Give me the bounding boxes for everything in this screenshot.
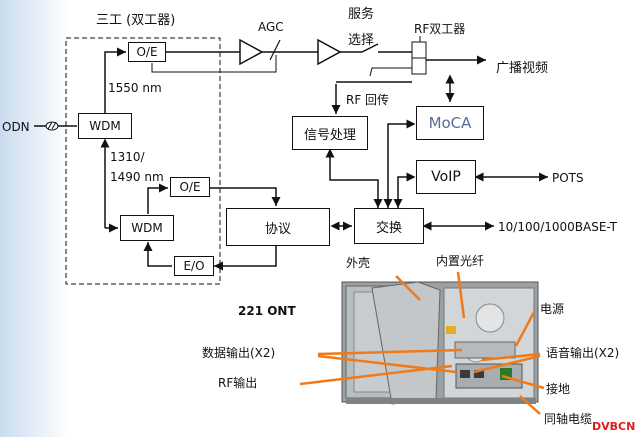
agc-label: AGC [258,20,284,34]
watermark: DVBCN [592,420,636,433]
broadcast-video-label: 广播视频 [496,61,549,76]
pots-label: POTS [552,171,584,185]
voip-block: VoIP [416,160,476,194]
callout-rf-out: RF输出 [218,376,258,390]
ethernet-label: 10/100/1000BASE-T [498,220,617,234]
wavelength-upstream-b: 1490 nm [110,170,164,184]
ont-model-label: 221 ONT [238,304,296,318]
ont-photo [341,281,539,405]
callout-lines [299,271,545,415]
wavelength-downstream: 1550 nm [108,81,162,95]
odn-label: ODN [2,120,30,134]
callout-shell: 外壳 [346,256,371,270]
service-amplifier [317,38,342,66]
duplexer-enclosure [65,37,221,285]
wdm-top-block: WDM [78,113,132,139]
callout-fiber: 内置光纤 [436,254,485,268]
callout-power: 电源 [540,302,565,316]
callout-ground: 接地 [546,382,571,396]
signal-processing-block: 信号处理 [292,116,368,150]
wdm-bottom-block: WDM [120,215,174,241]
service-select-label-a: 服务 [348,7,375,22]
switch-block: 交换 [354,208,424,244]
agc-amplifier [239,38,264,66]
callout-data-out: 数据输出(X2) [202,346,276,360]
rf-return-label: RF 回传 [346,93,390,107]
service-select-label-b: 选择 [348,33,375,48]
background-tint [0,0,70,437]
rf-diplexer-label: RF双工器 [414,22,466,36]
callout-coax: 同轴电缆 [544,412,593,426]
protocol-block: 协议 [226,208,330,246]
oe-bottom-block: O/E [170,177,210,197]
eo-block: E/O [174,256,214,276]
oe-top-block: O/E [128,42,166,62]
duplexer-title: 三工 (双工器) [96,13,176,28]
moca-block: MoCA [416,106,484,140]
callout-voice-out: 语音输出(X2) [546,346,620,360]
wavelength-upstream-a: 1310/ [110,150,145,164]
